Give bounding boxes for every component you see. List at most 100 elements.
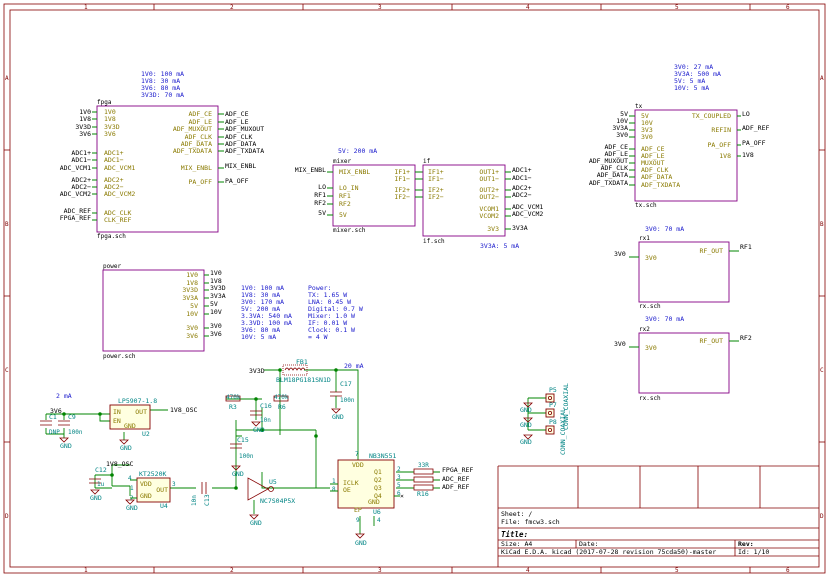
- capacitor-c17: C17 100n: [330, 380, 355, 404]
- fpga-right-pins: ADF_CE ADF_LE ADF_MUXOUT ADF_CLK ADF_DAT…: [173, 110, 212, 186]
- c13-ref: C13: [203, 494, 211, 506]
- c16-ref: C16: [260, 402, 272, 410]
- row-label-c-right: C: [820, 367, 824, 374]
- gnd-symbol-c12: GND: [90, 494, 102, 502]
- tx-pin-adfclk: ADF_CLK: [641, 166, 668, 174]
- junction: [260, 428, 264, 432]
- tx-net-lo: LO: [742, 110, 750, 118]
- u6-pin-iclk: ICLK: [343, 479, 359, 487]
- oscillator-u4: KT2520K VDD OUT GND U4 1 2 3 4: [128, 470, 176, 510]
- junction: [110, 473, 114, 477]
- capacitor-c16: C16 10n: [250, 402, 272, 424]
- mixer-pin-loin: LO_IN: [339, 184, 359, 192]
- fpga-sheet-file: fpga.sch: [97, 233, 126, 240]
- fpga-net-adfmuxout: ADF_MUXOUT: [225, 125, 264, 133]
- power-sheet-file: power.sch: [103, 353, 136, 360]
- title-rev: Rev:: [738, 540, 754, 548]
- u6-value: NB3N551: [369, 452, 396, 460]
- gnd-icon: [249, 514, 259, 520]
- clock-circuit: 2 mA 20 mA 3V6 1V8_OSC 1V8_OSC 3V3D FPGA…: [40, 358, 473, 547]
- fpga-pin-1v8: 1V8: [104, 115, 116, 123]
- power-sheet[interactable]: power power.sch 1V0 1V8 3V3D 3V3A 5V 10V…: [102, 263, 226, 360]
- c13-value: 10n: [191, 495, 198, 506]
- mixer-pin-rf2: RF2: [339, 200, 351, 208]
- tx-sheet-file: tx.sch: [635, 202, 657, 209]
- if-sheet[interactable]: if if.sch 3V3A: 5 mA IF1+ IF1− IF2+ IF2−…: [422, 158, 543, 250]
- if-sheet-file: if.sch: [423, 238, 445, 245]
- rx2-sheet-file: rx.sch: [639, 395, 661, 402]
- u6-pin-q3: Q3: [374, 484, 382, 492]
- fpga-net-adcref: ADC_REF: [64, 207, 91, 215]
- capacitor-c12: C12 1u: [89, 466, 107, 488]
- fpga-net-adftxdata: ADF_TXDATA: [225, 147, 264, 155]
- net-adc-ref: ADC_REF: [442, 475, 469, 483]
- row-label-d: D: [5, 513, 9, 520]
- power-sheet-name: power: [103, 263, 121, 270]
- u6-pin-num-9: 9: [356, 517, 360, 524]
- fpga-net-adc2n: ADC2−: [71, 183, 91, 191]
- rx1-net-rf1: RF1: [740, 243, 752, 251]
- tx-sheet[interactable]: 3V0: 27 mA 3V3A: 500 mA 5V: 5 mA 10V: 5 …: [589, 63, 770, 209]
- col-label-1: 1: [84, 4, 88, 11]
- title-id: Id: 1/10: [738, 548, 769, 556]
- u6-pin-gnd: GND: [368, 498, 380, 506]
- fpga-pin-adcclk: ADC_CLK: [104, 209, 131, 217]
- fpga-pin-adfmuxout: ADF_MUXOUT: [173, 125, 212, 133]
- buffer-u6: NB3N551 VDD ICLK OE Q1 Q2 Q3 Q4 GND EP U…: [332, 451, 401, 524]
- if-pin-out2p: OUT2+: [479, 186, 499, 194]
- fpga-right-nets: ADF_CE ADF_LE ADF_MUXOUT ADF_CLK ADF_DAT…: [225, 110, 264, 185]
- junction: [334, 368, 338, 372]
- power-budget: 1V0: 100 mA 1V8: 30 mA 3V0: 170 mA 5V: 2…: [241, 284, 363, 341]
- fpga-net-3v6: 3V6: [79, 130, 91, 138]
- fpga-sheet[interactable]: 1V0: 100 mA 1V8: 30 mA 3V6: 80 mA 3V3D: …: [60, 70, 265, 240]
- fpga-net-adcvcm1: ADC_VCM1: [60, 164, 91, 172]
- net-1v8-osc-u2: 1V8_OSC: [170, 406, 197, 414]
- budget-line-7: 3V6: 80 mA: [241, 326, 280, 334]
- fpga-net-adc1n: ADC1−: [71, 156, 91, 164]
- col-label-3-bottom: 3: [378, 567, 382, 574]
- rx1-net-3v0: 3V0: [614, 250, 626, 258]
- inverter-u5: U5 NC7S04P5X: [247, 477, 295, 505]
- rx2-sheet[interactable]: 3V0: 70 mA rx2 rx.sch 3V0 RF_OUT 3V0 RF2: [614, 315, 752, 402]
- col-label-2: 2: [230, 4, 234, 11]
- if-pin-vcom1: VCOM1: [479, 205, 499, 213]
- tx-pin-3v0: 3V0: [641, 133, 653, 141]
- fpga-pin-adc2n: ADC2−: [104, 183, 124, 191]
- tx-net-1v8: 1V8: [742, 151, 754, 159]
- coax-value-2: CONN_COAXIAL: [559, 408, 567, 455]
- if-pin-3v3: 3V3: [487, 225, 499, 233]
- u5-value: NC7S04P5X: [260, 497, 295, 505]
- title-date: Date:: [579, 540, 599, 548]
- col-label-5: 5: [675, 4, 679, 11]
- if-net-adcvcm2: ADC_VCM2: [512, 210, 543, 218]
- if-power-note: 3V3A: 5 mA: [480, 242, 519, 250]
- p7-label: P7: [549, 401, 557, 409]
- net-adf-ref: ADF_REF: [442, 483, 469, 491]
- p8-label: P8: [549, 418, 557, 426]
- gnd-icon: [119, 439, 129, 445]
- title-sheet: Sheet: /: [501, 510, 532, 518]
- mixer-sheet[interactable]: 5V: 200 mA mixer mixer.sch MIX_ENBL LO_I…: [295, 147, 423, 234]
- power-net-3v3d: 3V3D: [210, 284, 226, 292]
- fpga-pin-adftxdata: ADF_TXDATA: [173, 147, 212, 155]
- tx-power-note-4: 10V: 5 mA: [674, 84, 709, 92]
- u2-pin-in: IN: [113, 408, 121, 416]
- mixer-pin-if1n: IF1−: [394, 175, 410, 183]
- rx1-sheet[interactable]: 3V0: 70 mA rx1 rx.sch 3V0 RF_OUT 3V0 RF1: [614, 225, 752, 310]
- fpga-right-stubs: [218, 113, 224, 183]
- fpga-net-1v8: 1V8: [79, 115, 91, 123]
- ferrite-fb1: FB1 BLM18PG181SN1D: [276, 358, 331, 384]
- u4-pin-4: 4: [128, 475, 132, 482]
- col-label-4-bottom: 4: [526, 567, 530, 574]
- tx-net-adftxdata: ADF_TXDATA: [589, 179, 628, 187]
- junction: [278, 368, 282, 372]
- u6-nc-mark: ×: [400, 492, 404, 500]
- tx-pin-5v: 5V: [641, 112, 649, 120]
- gnd-symbol-u5: GND: [250, 519, 262, 527]
- r16-value: 33R: [418, 462, 429, 469]
- row-label-d-right: D: [820, 513, 824, 520]
- gnd-symbol-u6: GND: [355, 539, 367, 547]
- capacitor-c13: C13 10n: [191, 482, 211, 506]
- fpga-pin-adcvcm2: ADC_VCM2: [104, 190, 135, 198]
- c16-value: 10n: [260, 417, 271, 424]
